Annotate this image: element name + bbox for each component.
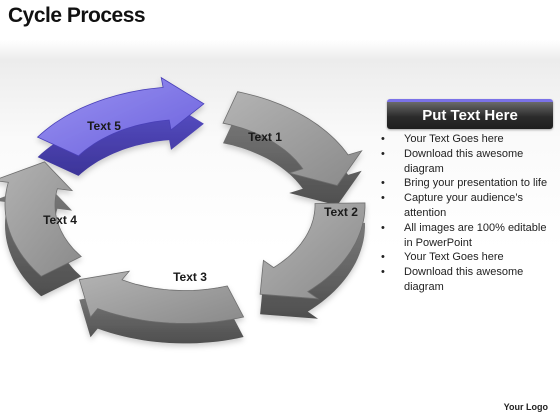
bullet-item: • Your Text Goes here xyxy=(377,250,555,265)
cycle-arrow-2 xyxy=(259,202,366,319)
bullet-dot: • xyxy=(381,133,385,145)
cycle-arrow-top xyxy=(36,76,205,157)
bullet-text: All images are 100% editable in PowerPoi… xyxy=(404,221,547,249)
bullet-item: • Your Text Goes here xyxy=(377,132,555,147)
bullet-dot: • xyxy=(381,177,385,190)
cycle-arrow-1 xyxy=(222,91,363,206)
cycle-arrow-top xyxy=(222,91,363,186)
panel-header: Put Text Here xyxy=(387,99,553,129)
bullet-item: • Bring your presentation to life xyxy=(377,176,555,191)
bullet-item: • Download this awesome diagram xyxy=(377,147,555,177)
bullet-item: • Capture your audience’s attention xyxy=(377,191,555,221)
bullet-text: Download this awesome diagram xyxy=(404,266,524,293)
cycle-arrow-top xyxy=(78,270,245,324)
logo-text: Your Logo xyxy=(503,402,548,412)
bullet-item: • All images are 100% editable in PowerPo… xyxy=(377,221,555,251)
bullet-text: Download this awesome diagram xyxy=(404,147,524,175)
bullet-item: • Download this awesome diagram xyxy=(377,265,555,295)
cycle-label-4: Text 4 xyxy=(43,213,77,227)
bullet-dot: • xyxy=(381,221,385,234)
bullet-text: Your Text Goes here xyxy=(404,251,504,264)
cycle-label-1: Text 1 xyxy=(248,130,282,144)
cycle-arrow-3 xyxy=(78,270,245,344)
cycle-arrow-4 xyxy=(0,161,82,297)
bullet-text: Bring your presentation to life xyxy=(404,177,548,190)
cycle-label-5: Text 5 xyxy=(87,119,121,133)
bullet-text: Your Text Goes here xyxy=(404,133,504,145)
cycle-arrow-top xyxy=(259,202,366,300)
cycle-label-2: Text 2 xyxy=(324,205,358,219)
bullet-dot: • xyxy=(381,147,385,160)
cycle-arrow-5 xyxy=(36,76,205,176)
bullet-dot: • xyxy=(381,251,385,264)
bullet-dot: • xyxy=(381,192,385,205)
page-title: Cycle Process xyxy=(8,4,146,27)
bullet-dot: • xyxy=(381,266,385,279)
cycle-arrow-top xyxy=(0,161,82,277)
bullet-text: Capture your audience’s attention xyxy=(404,192,524,219)
bullet-list: • Your Text Goes here • Download this awes… xyxy=(377,132,555,295)
cycle-label-3: Text 3 xyxy=(173,270,207,284)
